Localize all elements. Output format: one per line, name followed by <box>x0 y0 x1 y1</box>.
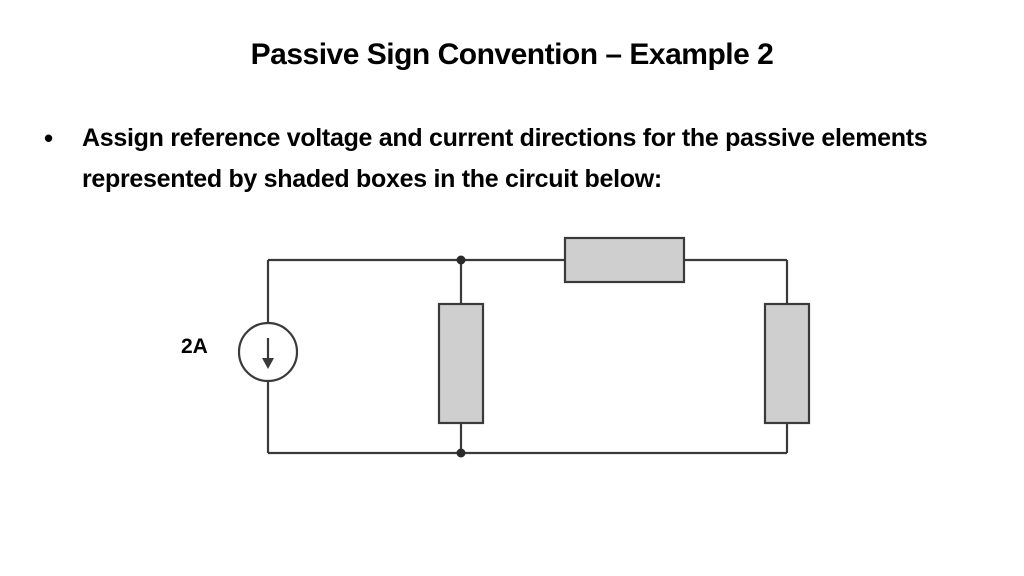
bullet-item: • Assign reference voltage and current d… <box>40 118 990 200</box>
passive-element-middle <box>437 302 485 425</box>
bullet-text: Assign reference voltage and current dir… <box>82 124 928 193</box>
current-source-arrow-head <box>262 358 274 369</box>
slide-title: Passive Sign Convention – Example 2 <box>250 38 774 71</box>
bullet-marker: • <box>44 123 54 153</box>
passive-element-right <box>763 302 811 425</box>
passive-element-top <box>563 236 686 284</box>
current-source-label: 2A <box>181 335 208 358</box>
junction-node-top <box>456 255 466 265</box>
junction-node-bottom <box>456 448 466 458</box>
current-source <box>237 321 299 383</box>
